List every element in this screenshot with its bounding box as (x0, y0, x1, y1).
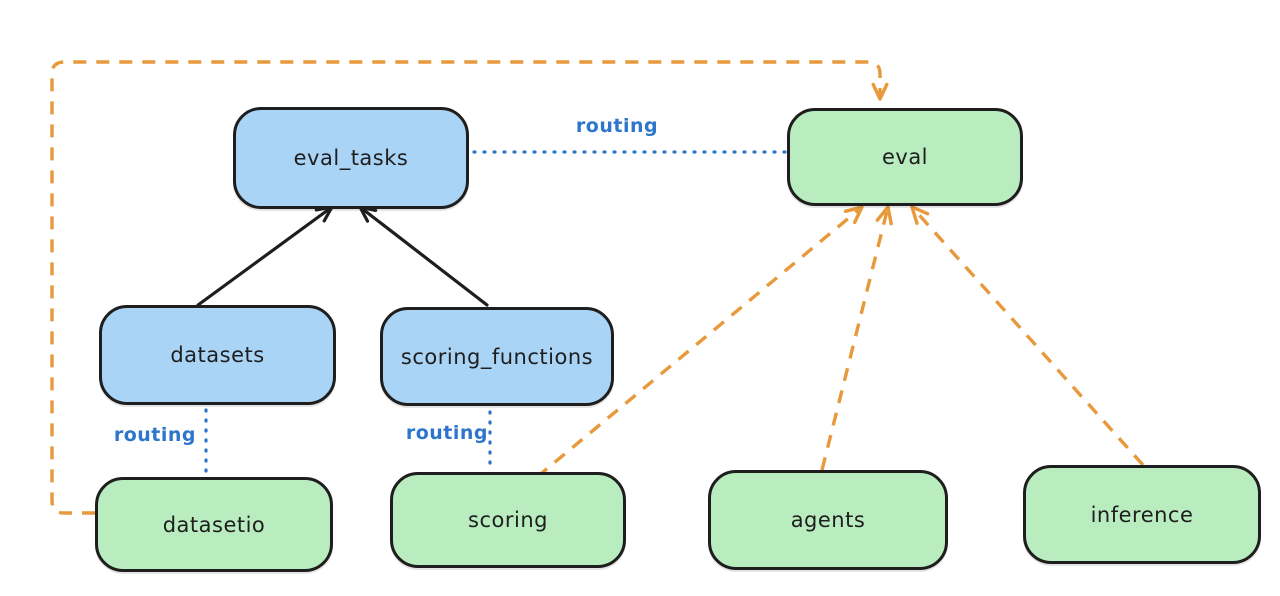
node-eval-tasks-label: eval_tasks (293, 146, 409, 170)
edge-label-routing-scoring-functions-scoring: routing (405, 422, 488, 444)
node-agents: agents (708, 470, 948, 570)
node-scoring-functions: scoring_functions (380, 307, 614, 406)
node-scoring-functions-label: scoring_functions (400, 344, 594, 369)
node-scoring-label: scoring (468, 508, 548, 532)
arrowhead-scoring-to-eval (843, 205, 864, 225)
node-inference: inference (1023, 465, 1261, 564)
arrowhead-datasetio-to-eval (871, 82, 889, 101)
arrowhead-agents-to-eval (875, 205, 893, 226)
edge-scoring-to-eval (535, 205, 864, 479)
edge-scoring-functions-to-eval-tasks (358, 205, 489, 307)
edge-label-routing-eval-tasks-eval: routing (575, 115, 659, 137)
node-inference-label: inference (1090, 502, 1194, 527)
node-datasetio-label: datasetio (162, 512, 266, 537)
node-eval-tasks: eval_tasks (233, 107, 469, 209)
node-agents-label: agents (790, 508, 866, 532)
edge-agents-to-eval (820, 206, 890, 471)
node-datasets: datasets (99, 305, 336, 405)
edge-label-routing-datasets-datasetio: routing (113, 424, 196, 446)
node-scoring: scoring (390, 472, 626, 568)
node-datasets-label: datasets (170, 343, 265, 367)
arrowhead-inference-to-eval (910, 205, 930, 226)
node-eval-label: eval (881, 145, 929, 169)
edge-inference-to-eval (910, 205, 1145, 467)
node-eval: eval (787, 108, 1023, 206)
edge-datasetio-to-eval (50, 60, 882, 515)
node-datasetio: datasetio (95, 477, 333, 572)
edge-datasets-to-eval-tasks (196, 205, 334, 307)
